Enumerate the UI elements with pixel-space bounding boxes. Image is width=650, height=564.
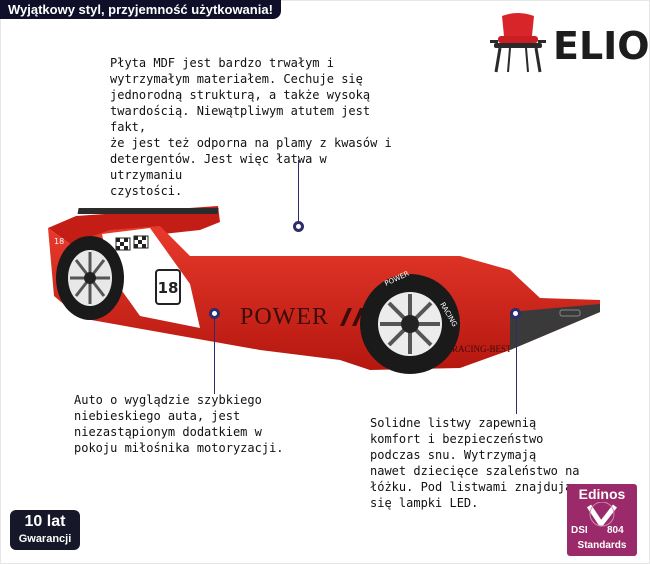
- pointer-line-top: [298, 160, 299, 226]
- edinos-certification-badge: Edinos DSI 804 Standards: [567, 484, 637, 556]
- check-mark-icon: [586, 502, 617, 527]
- side-power-text: POWER: [240, 304, 329, 330]
- badge-standards: Standards: [577, 540, 627, 551]
- brand-logo-text: ELIOR: [553, 24, 650, 68]
- number-plate: [155, 269, 181, 305]
- side-stripes: [340, 308, 364, 326]
- front-wheel: POWER RACING: [360, 270, 460, 374]
- badge-dsi: DSI: [571, 525, 588, 536]
- callout-mdf-text: Płyta MDF jest bardzo trwałym i wytrzyma…: [110, 56, 392, 198]
- checker-flag-icon: [115, 235, 149, 251]
- racing-best-text: RACING-BEST: [452, 344, 512, 354]
- warranty-label: Gwarancji: [18, 533, 72, 545]
- warranty-badge: 10 lat Gwarancji: [10, 510, 80, 550]
- pointer-dot-top: [293, 221, 304, 232]
- chair-icon: [490, 13, 546, 73]
- badge-code: 804: [607, 525, 624, 536]
- rear-number: 18: [54, 237, 64, 246]
- edinos-name: Edinos: [578, 486, 626, 502]
- pointer-line-left: [214, 318, 215, 394]
- pointer-dot-left: [209, 308, 220, 319]
- rear-spoiler: [48, 206, 220, 244]
- promo-banner: Wyjątkowy styl, przyjemność użytkowania!: [0, 0, 281, 19]
- pointer-dot-right: [510, 308, 521, 319]
- car-number: 18: [158, 279, 179, 297]
- car-body: [48, 226, 600, 370]
- pointer-line-right: [516, 318, 517, 414]
- warranty-years: 10 lat: [24, 513, 66, 530]
- callout-car-text: Auto o wyglądzie szybkiego niebieskiego …: [74, 393, 284, 455]
- race-car-bed-image: 18 18 POWER RACING-BEST POWER RACING: [48, 206, 600, 374]
- callout-slats-text: Solidne listwy zapewnią komfort i bezpie…: [370, 416, 580, 510]
- rear-wheel: [56, 236, 124, 320]
